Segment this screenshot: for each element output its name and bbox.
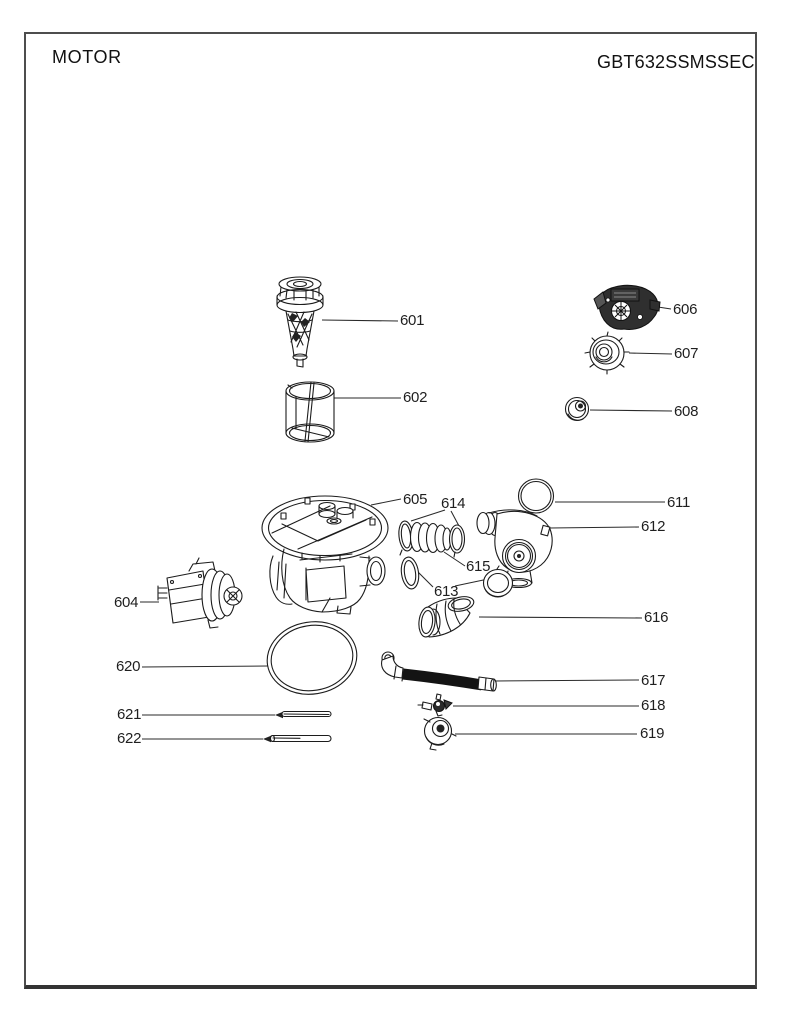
part-622-drawing — [270, 736, 331, 742]
part-label-605: 605 — [403, 491, 428, 508]
part-label-608: 608 — [674, 403, 699, 420]
part-607-drawing — [585, 332, 629, 374]
arrowhead-622 — [263, 735, 271, 743]
part-602-drawing — [286, 382, 334, 442]
part-label-617: 617 — [641, 672, 666, 689]
page-title: MOTOR — [52, 47, 122, 67]
part-label-622: 622 — [117, 730, 142, 747]
shading — [289, 313, 298, 322]
part-label-614: 614 — [441, 495, 466, 512]
part-label-621: 621 — [117, 706, 142, 723]
part-601-drawing — [277, 277, 323, 367]
part-label-619: 619 — [640, 725, 665, 742]
shading — [292, 332, 301, 342]
part-614-drawing — [397, 520, 464, 557]
part-606-drawing — [594, 285, 660, 329]
model-number: GBT632SSMSSEC — [597, 52, 755, 72]
part-label-604: 604 — [114, 594, 139, 611]
part-label-607: 607 — [674, 345, 699, 362]
part-label-612: 612 — [641, 518, 666, 535]
part-613-drawing — [399, 556, 512, 597]
shading — [301, 318, 310, 327]
part-label-613: 613 — [434, 583, 459, 600]
part-604-drawing — [158, 558, 242, 628]
part-label-616: 616 — [644, 609, 669, 626]
part-label-611: 611 — [667, 494, 691, 511]
part-label-618: 618 — [641, 697, 666, 714]
part-label-606: 606 — [673, 301, 698, 318]
part-608-drawing — [566, 398, 589, 421]
part-621-drawing — [282, 712, 331, 717]
part-618-drawing — [418, 694, 452, 716]
part-label-601: 601 — [400, 312, 425, 329]
page-border-frame — [24, 32, 757, 989]
leader-lines — [140, 307, 672, 743]
part-label-620: 620 — [116, 658, 141, 675]
arrowhead-621 — [275, 711, 283, 719]
part-617-drawing — [382, 652, 497, 691]
part-611-drawing — [519, 479, 554, 513]
part-label-602: 602 — [403, 389, 428, 406]
part-612-drawing — [477, 510, 552, 588]
part-label-615: 615 — [466, 558, 491, 575]
part-616-drawing — [417, 594, 475, 637]
part-620-drawing — [262, 615, 362, 700]
part-619-drawing — [424, 718, 456, 751]
part-605-drawing — [262, 496, 388, 614]
